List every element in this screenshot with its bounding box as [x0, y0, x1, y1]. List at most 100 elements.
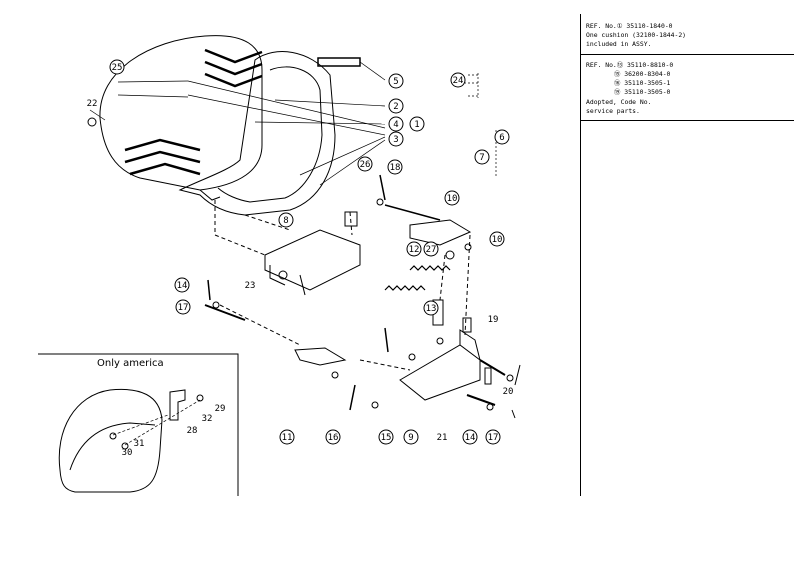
- spacer: [344, 211, 358, 227]
- seat-back-chevron: [204, 48, 263, 88]
- callout-label: 1: [414, 120, 419, 130]
- callout-32: 32: [202, 414, 213, 424]
- callout-label: 11: [282, 433, 293, 443]
- ref-note-2-line-2: ⑮ 36200-8304-0: [614, 70, 671, 78]
- callout-9: 9: [403, 429, 419, 445]
- callout-label: 14: [465, 433, 476, 443]
- callout-label: 23: [245, 281, 256, 291]
- callout-25: 25: [109, 59, 125, 75]
- callout-label: 20: [503, 387, 514, 397]
- callout-13: 13: [423, 300, 439, 316]
- callout-label: 30: [122, 448, 133, 458]
- ref-note-2-line-4: ⑲ 35110-3505-0: [614, 88, 671, 96]
- callout-15: 15: [378, 429, 394, 445]
- callout-16: 16: [325, 429, 341, 445]
- callout-label: 18: [390, 163, 401, 173]
- callout-label: 32: [202, 414, 213, 424]
- callout-label: 13: [426, 304, 437, 314]
- mount-bracket: [264, 229, 361, 291]
- callout-label: 16: [328, 433, 339, 443]
- callout-label: 7: [479, 153, 484, 163]
- callout-11: 11: [279, 429, 295, 445]
- callout-label: 10: [492, 235, 503, 245]
- callout-label: 8: [283, 216, 288, 226]
- notes-rule-2: [580, 120, 794, 121]
- seat-back-outline: [99, 35, 263, 191]
- callout-30: 30: [122, 448, 133, 458]
- callout-31: 31: [134, 439, 145, 449]
- inset-seat-outline: [58, 388, 163, 493]
- callout-26: 26: [357, 156, 373, 172]
- callout-label: 17: [178, 303, 189, 313]
- callout-label: 3: [393, 135, 398, 145]
- callout-14: 14: [462, 429, 478, 445]
- callout-label: 12: [409, 245, 420, 255]
- callout-label: 19: [488, 315, 499, 325]
- callout-18: 18: [387, 159, 403, 175]
- upper-link: [409, 219, 472, 246]
- callout-label: 28: [187, 426, 198, 436]
- callout-10: 10: [444, 190, 460, 206]
- seat-pan-outline: [178, 51, 336, 216]
- ref-note-2-line-3: ⑯ 35110-3505-1: [614, 79, 671, 87]
- callout-label: 27: [426, 245, 437, 255]
- callout-29: 29: [215, 404, 226, 414]
- callout-label: 26: [360, 160, 371, 170]
- callout-21: 21: [437, 433, 448, 443]
- callout-22: 22: [87, 99, 98, 109]
- callout-17: 17: [485, 429, 501, 445]
- callout-label: 5: [393, 77, 398, 87]
- pin: [204, 304, 246, 321]
- callout-1: 1: [409, 116, 425, 132]
- suspension-spring: [409, 265, 451, 271]
- lower-link: [294, 347, 347, 366]
- ref-note-1-line-1: REF. No.① 35110-1840-0: [586, 22, 673, 30]
- callout-6: 6: [494, 129, 510, 145]
- callout-label: 2: [393, 102, 398, 112]
- seat-hinge: [199, 189, 221, 201]
- callout-12: 12: [406, 241, 422, 257]
- inset-frame: [38, 353, 239, 496]
- callout-label: 31: [134, 439, 145, 449]
- callout-19: 19: [488, 315, 499, 325]
- callout-2: 2: [388, 98, 404, 114]
- inset-bracket: [169, 389, 186, 421]
- callout-label: 6: [499, 133, 504, 143]
- callout-28: 28: [187, 426, 198, 436]
- ref-note-1-line-2: One cushion (32100-1844-2): [586, 31, 687, 39]
- callout-label: 22: [87, 99, 98, 109]
- callout-label: 10: [447, 194, 458, 204]
- callout-label: 15: [381, 433, 392, 443]
- callout-label: 17: [488, 433, 499, 443]
- callout-10: 10: [489, 231, 505, 247]
- ref-note-2-line-5: Adopted, Code No.: [586, 98, 652, 106]
- callout-label: 4: [393, 120, 398, 130]
- callout-label: 29: [215, 404, 226, 414]
- callout-label: 14: [177, 281, 188, 291]
- callout-14: 14: [174, 277, 190, 293]
- callout-23: 23: [245, 281, 256, 291]
- callout-24: 24: [450, 72, 466, 88]
- ref-note-2-line-6: service parts.: [586, 107, 640, 115]
- ref-note-2-line-1: REF. No.⑬ 35110-8810-0: [586, 61, 674, 69]
- seat-bottom-chevron: [124, 138, 201, 176]
- callout-label: 24: [453, 76, 464, 86]
- callout-3: 3: [388, 131, 404, 147]
- callout-7: 7: [474, 149, 490, 165]
- notes-divider: [580, 14, 581, 496]
- callout-label: 25: [112, 63, 123, 73]
- callout-8: 8: [278, 212, 294, 228]
- callout-4: 4: [388, 116, 404, 132]
- callout-17: 17: [175, 299, 191, 315]
- seat-pan-inner: [217, 66, 323, 203]
- notes-rule-1: [580, 54, 794, 55]
- callout-20: 20: [503, 387, 514, 397]
- inset-title: Only america: [97, 358, 164, 369]
- callout-5: 5: [388, 73, 404, 89]
- callout-label: 9: [408, 433, 413, 443]
- callout-27: 27: [423, 241, 439, 257]
- ref-note-1-line-3: included in ASSY.: [586, 40, 652, 48]
- seat-rail-bar: [317, 57, 361, 67]
